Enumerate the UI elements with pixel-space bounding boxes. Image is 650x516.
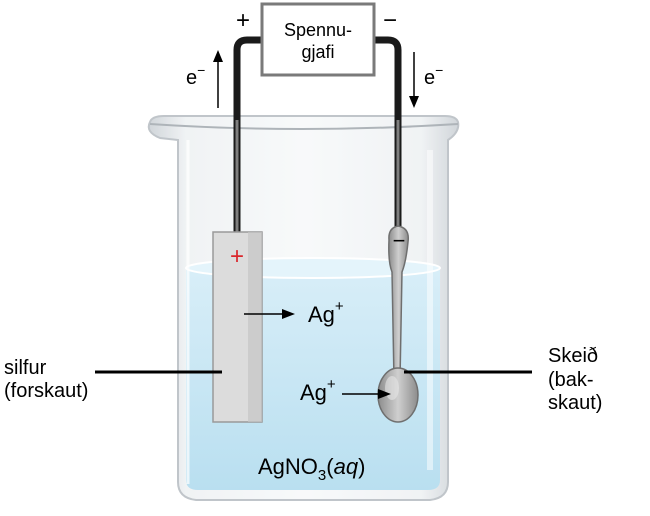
power-supply-box xyxy=(260,2,376,77)
silver-anode: + xyxy=(212,231,263,423)
electron-flow-left: e− xyxy=(186,50,223,108)
beaker-rim xyxy=(149,123,459,130)
circuit-wires xyxy=(233,36,402,232)
electron-flow-right: e− xyxy=(409,52,443,108)
ion-label-1: Ag+ xyxy=(308,298,344,327)
power-supply: Spennu- gjafi + − xyxy=(236,2,397,77)
ion-arrow-1-head-icon xyxy=(282,309,295,319)
ion-label-2: Ag+ xyxy=(300,376,336,405)
cathode-label-line1: Skeið xyxy=(548,345,598,367)
power-supply-label-line1: Spennu- xyxy=(284,20,352,40)
spoon-bowl-highlight xyxy=(385,376,399,400)
wire-left xyxy=(233,36,262,232)
electron-label-right: e− xyxy=(424,62,443,89)
spoon-handle xyxy=(388,225,410,381)
cathode-label-line3: skaut) xyxy=(548,392,602,414)
ion-migration-2: Ag+ xyxy=(300,376,391,405)
power-supply-label-line2: gjafi xyxy=(301,42,334,62)
anode-label-line1: silfur xyxy=(4,357,47,379)
anode-label-line2: (forskaut) xyxy=(4,380,88,402)
ion-migration-1: Ag+ xyxy=(244,298,344,327)
ion-arrow-2-head-icon xyxy=(378,389,391,399)
cathode-label: Skeið (bak- skaut) xyxy=(548,345,602,414)
power-supply-minus-sign: − xyxy=(383,7,397,34)
anode-label: silfur (forskaut) xyxy=(4,357,88,402)
solution-formula: AgNO3(aq) xyxy=(258,454,365,484)
electron-arrow-up-head-icon xyxy=(213,50,223,62)
cathode-label-line2: (bak- xyxy=(548,369,594,391)
anode-bar-shade xyxy=(248,232,262,422)
electron-label-left: e− xyxy=(186,62,205,89)
electron-arrow-down-head-icon xyxy=(409,96,419,108)
anode-plus-sign: + xyxy=(230,243,244,270)
power-supply-plus-sign: + xyxy=(236,7,250,34)
wire-right xyxy=(375,36,402,232)
spoon-cathode: − xyxy=(377,225,419,423)
cathode-minus-sign: − xyxy=(393,228,406,253)
beaker xyxy=(147,115,460,501)
